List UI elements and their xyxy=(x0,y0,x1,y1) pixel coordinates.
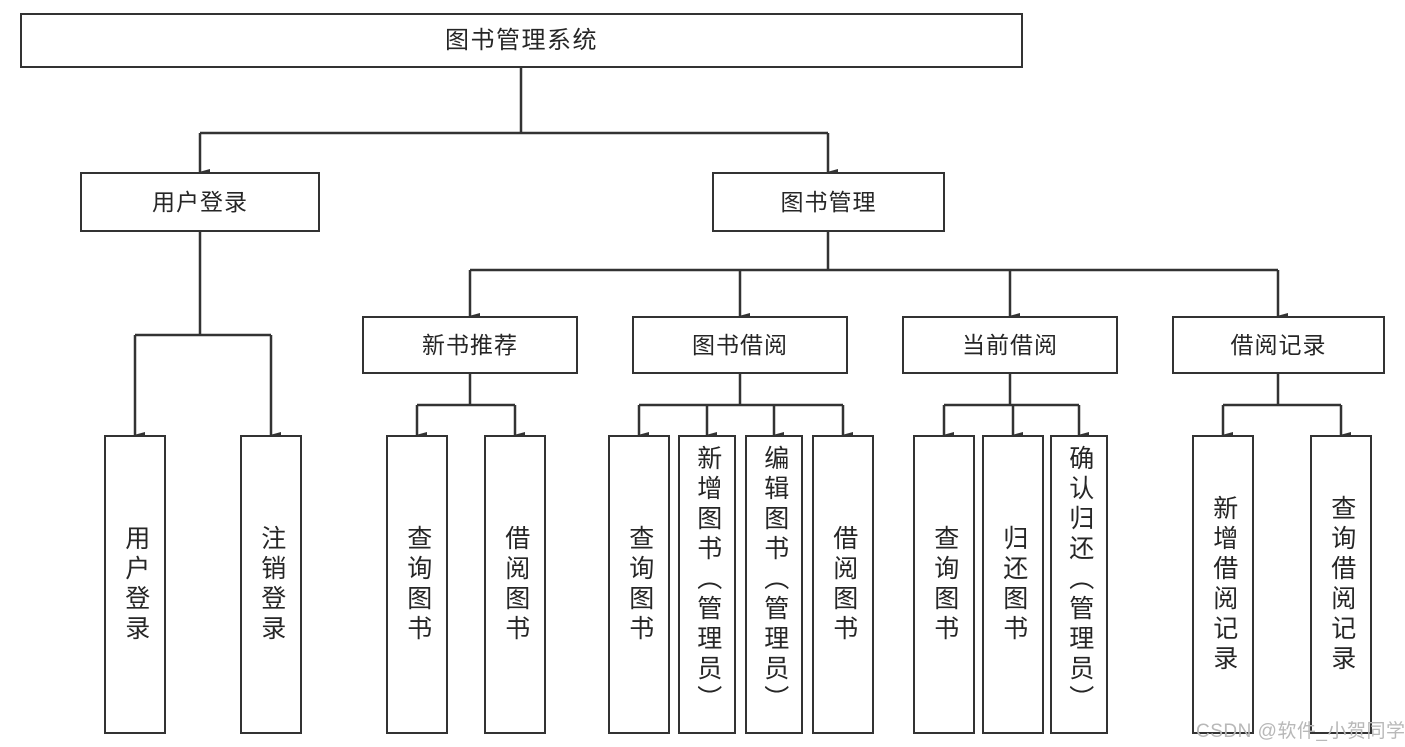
node-leaf-归还图书: 归还图书 xyxy=(982,435,1044,734)
node-level1-图书管理: 图书管理 xyxy=(712,172,945,232)
node-level2-新书推荐: 新书推荐 xyxy=(362,316,578,374)
node-leaf-查询图书: 查询图书 xyxy=(608,435,670,734)
node-label: 新增借阅记录 xyxy=(1209,494,1238,675)
node-label: 用户登录 xyxy=(152,188,248,215)
node-label: 查询借阅记录 xyxy=(1327,494,1356,675)
node-label: 查询图书 xyxy=(625,524,654,645)
node-label: 编辑图书（管理员） xyxy=(760,445,789,715)
node-level2-图书借阅: 图书借阅 xyxy=(632,316,848,374)
node-label: 图书借阅 xyxy=(692,331,788,358)
node-label: 注销登录 xyxy=(257,524,286,645)
node-level2-借阅记录: 借阅记录 xyxy=(1172,316,1385,374)
node-leaf-查询图书: 查询图书 xyxy=(913,435,975,734)
node-label: 当前借阅 xyxy=(962,331,1058,358)
node-label: 用户登录 xyxy=(121,524,150,645)
node-level1-用户登录: 用户登录 xyxy=(80,172,320,232)
node-label: 查询图书 xyxy=(930,524,959,645)
node-root-图书管理系统: 图书管理系统 xyxy=(20,13,1023,68)
node-leaf-查询借阅记录: 查询借阅记录 xyxy=(1310,435,1372,734)
node-label: 借阅图书 xyxy=(501,524,530,645)
node-leaf-新增借阅记录: 新增借阅记录 xyxy=(1192,435,1254,734)
node-leaf-确认归还管理员: 确认归还（管理员） xyxy=(1050,435,1108,734)
node-leaf-借阅图书: 借阅图书 xyxy=(484,435,546,734)
node-label: 图书管理 xyxy=(780,188,877,215)
node-label: 借阅图书 xyxy=(829,524,858,645)
node-leaf-借阅图书: 借阅图书 xyxy=(812,435,874,734)
node-label: 新增图书（管理员） xyxy=(693,445,722,715)
node-label: 新书推荐 xyxy=(422,331,518,358)
node-label: 图书管理系统 xyxy=(445,26,598,54)
node-leaf-查询图书: 查询图书 xyxy=(386,435,448,734)
node-label: 借阅记录 xyxy=(1230,331,1327,358)
node-leaf-用户登录: 用户登录 xyxy=(104,435,166,734)
node-level2-当前借阅: 当前借阅 xyxy=(902,316,1118,374)
node-leaf-注销登录: 注销登录 xyxy=(240,435,302,734)
node-label: 归还图书 xyxy=(999,524,1028,645)
node-label: 查询图书 xyxy=(403,524,432,645)
node-leaf-编辑图书管理员: 编辑图书（管理员） xyxy=(745,435,803,734)
node-leaf-新增图书管理员: 新增图书（管理员） xyxy=(678,435,736,734)
node-label: 确认归还（管理员） xyxy=(1065,445,1094,715)
csdn-watermark: CSDN @软件_小贺同学 xyxy=(1196,721,1405,742)
